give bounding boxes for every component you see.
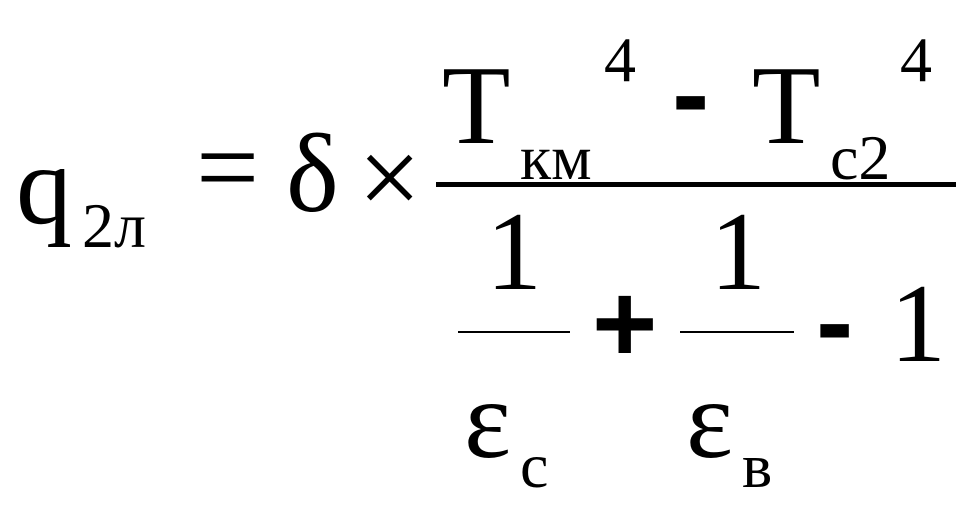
lhs-subscript: 2л <box>82 190 146 261</box>
lhs-symbol-q: q <box>16 124 72 248</box>
numerator-minus-sign: - <box>672 31 710 156</box>
denominator-constant-one: 1 <box>890 262 946 386</box>
coefficient-delta: δ <box>286 112 339 236</box>
denominator-frac1-numerator: 1 <box>486 190 542 314</box>
denominator-frac2-bar <box>680 331 794 333</box>
numerator-term2-exponent: 4 <box>900 24 932 95</box>
denominator-frac1-subscript: с <box>520 430 549 501</box>
times-sign: × <box>358 116 422 240</box>
denominator-frac2-epsilon: ε <box>686 358 734 482</box>
numerator-term1-subscript: км <box>520 122 592 193</box>
denominator-plus-sign: + <box>592 261 658 386</box>
denominator-frac2-numerator: 1 <box>710 190 766 314</box>
denominator-minus-sign: - <box>816 259 854 384</box>
denominator-frac2-subscript: в <box>742 430 773 501</box>
main-fraction-bar <box>436 182 956 187</box>
denominator-frac1-epsilon: ε <box>464 358 512 482</box>
denominator-frac1-bar <box>458 331 570 333</box>
numerator-term2-symbol: T <box>752 44 821 168</box>
numerator-term1-exponent: 4 <box>604 24 636 95</box>
numerator-term1-symbol: T <box>442 44 511 168</box>
equals-sign: = <box>196 106 260 230</box>
numerator-term2-subscript: с2 <box>830 122 891 193</box>
